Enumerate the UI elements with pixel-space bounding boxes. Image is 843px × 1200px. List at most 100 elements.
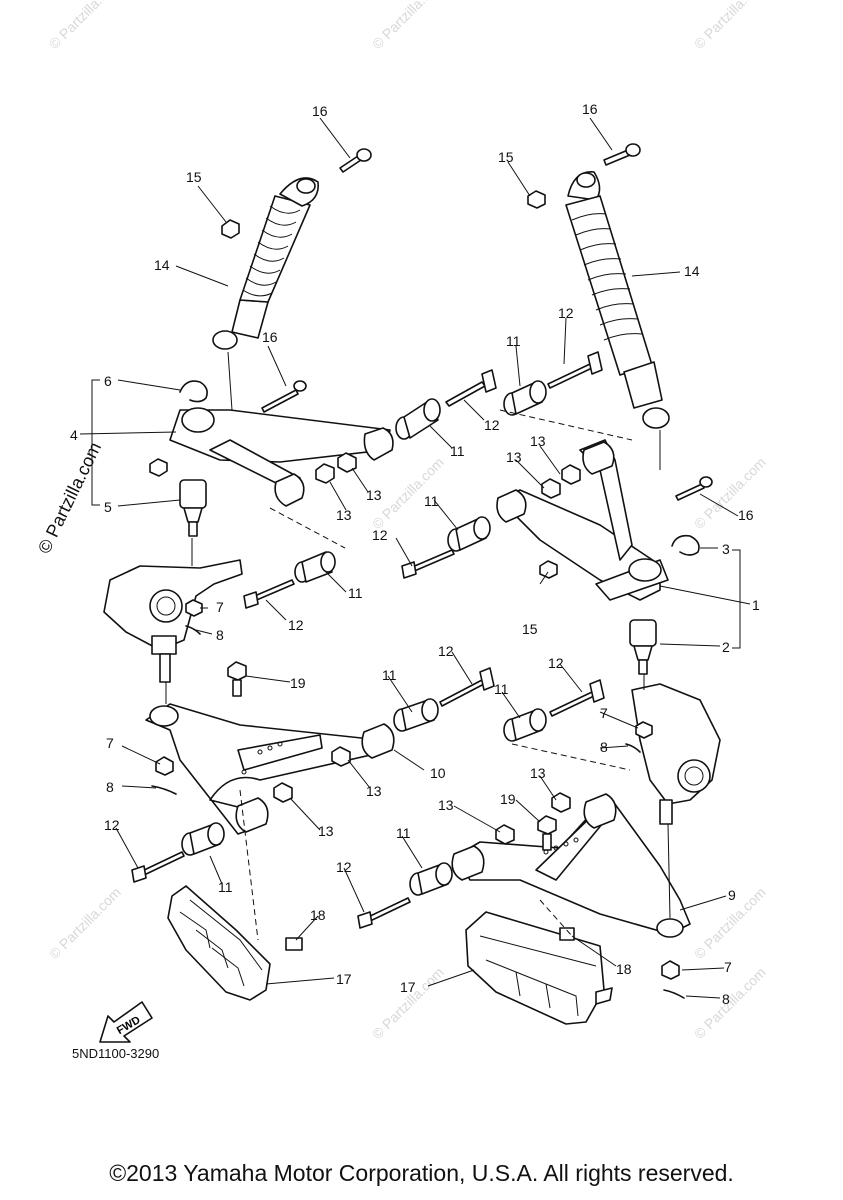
right-lower-bushing-11-b xyxy=(409,862,453,896)
left-upper-bolt-12 xyxy=(445,369,497,407)
callout-18: 18 xyxy=(616,961,632,977)
callout-1: 1 xyxy=(752,597,760,613)
right-lower-bushing-11-a xyxy=(503,708,547,742)
assembly-lines xyxy=(165,351,671,919)
callout-3: 3 xyxy=(722,541,730,557)
callout-12: 12 xyxy=(372,527,388,543)
nut-7-left-upper xyxy=(185,599,203,617)
watermark-2: © Partzilla.com xyxy=(369,0,447,52)
nut-15-right-top xyxy=(527,190,546,209)
callout-4: 4 xyxy=(70,427,78,443)
left-lower-bolt-12-a xyxy=(439,667,495,707)
nut-13-right-lower-a xyxy=(551,792,571,813)
right-shock-absorber xyxy=(565,171,670,429)
callout-19: 19 xyxy=(290,675,306,691)
left-lower-bolt-12-b xyxy=(131,851,185,883)
callout-13: 13 xyxy=(318,823,334,839)
bolt-16-top-left xyxy=(339,148,372,173)
right-lower-bolt-12-b xyxy=(357,897,411,929)
callout-16: 16 xyxy=(582,101,598,117)
callout-8: 8 xyxy=(722,991,730,1007)
left-lower-bolt-12 xyxy=(243,579,295,609)
clip-18-left xyxy=(285,937,303,951)
right-lower-bolt-12-a xyxy=(549,679,605,717)
right-upper-bolt-12 xyxy=(547,351,603,389)
callout-8: 8 xyxy=(106,779,114,795)
ball-joint-5 xyxy=(179,479,207,537)
left-shock-absorber xyxy=(212,177,319,350)
diagram-code: 5ND1100-3290 xyxy=(72,1046,160,1061)
callout-7: 7 xyxy=(600,705,608,721)
callout-11: 11 xyxy=(382,667,397,683)
nut-13-left-lower-a xyxy=(331,746,351,767)
pin-8-left-upper xyxy=(185,625,201,635)
callout-6: 6 xyxy=(104,373,112,389)
callout-8: 8 xyxy=(216,627,224,643)
callout-14: 14 xyxy=(154,257,170,273)
bolt-19-right xyxy=(537,815,557,851)
left-upper-bushing-11 xyxy=(395,398,441,440)
callout-18: 18 xyxy=(310,907,326,923)
callout-11: 11 xyxy=(348,585,363,601)
callout-11: 11 xyxy=(424,493,439,509)
left-lower-bushing-11-a xyxy=(393,698,439,732)
left-guard xyxy=(167,885,271,1001)
callout-7: 7 xyxy=(216,599,224,615)
callout-11: 11 xyxy=(506,333,521,349)
callout-19: 19 xyxy=(500,791,516,807)
callout-17: 17 xyxy=(400,979,416,995)
callout-13: 13 xyxy=(530,765,546,781)
callout-16: 16 xyxy=(738,507,754,523)
callout-12: 12 xyxy=(288,617,304,633)
callout-13: 13 xyxy=(530,433,546,449)
nut-15-left xyxy=(221,219,240,239)
nut-13-a xyxy=(337,452,357,473)
callout-16: 16 xyxy=(262,329,278,345)
watermark-1: © Partzilla.com xyxy=(46,0,124,52)
nut-7-right-lower xyxy=(661,960,680,980)
dashed-guides xyxy=(239,409,633,941)
callout-7: 7 xyxy=(106,735,114,751)
leader-lines xyxy=(79,117,751,999)
nut-7-left-lower xyxy=(155,756,174,776)
right-upper-arm xyxy=(496,439,669,601)
watermark-3: © Partzilla.com xyxy=(691,0,769,52)
watermark-8: © Partzilla.com xyxy=(691,964,769,1042)
callout-13: 13 xyxy=(438,797,454,813)
clip-18-right xyxy=(559,927,575,941)
callout-12: 12 xyxy=(484,417,500,433)
right-mid-bolt-12 xyxy=(401,549,455,579)
copyright-notice: ©2013 Yamaha Motor Corporation, U.S.A. A… xyxy=(109,1160,734,1186)
callout-10: 10 xyxy=(430,765,446,781)
callout-12: 12 xyxy=(336,859,352,875)
bracket-left xyxy=(91,379,100,506)
callout-12: 12 xyxy=(104,817,120,833)
right-lower-arm xyxy=(451,793,691,938)
nut-13-b xyxy=(315,463,335,484)
right-knuckle xyxy=(631,683,721,825)
callout-12: 12 xyxy=(558,305,574,321)
callout-17: 17 xyxy=(336,971,352,987)
circlip-6 xyxy=(179,380,208,403)
callout-labels: 16 15 14 16 6 4 5 16 15 14 12 11 12 11 1… xyxy=(70,101,760,1007)
right-bolt-16-mid xyxy=(675,476,713,501)
callout-11: 11 xyxy=(494,681,509,697)
watermark-7: © Partzilla.com xyxy=(369,964,447,1042)
left-upper-arm xyxy=(169,407,394,507)
callout-13: 13 xyxy=(366,783,382,799)
watermark-6: © Partzilla.com xyxy=(46,884,124,962)
callout-15: 15 xyxy=(498,149,514,165)
left-lower-bushing-11-b xyxy=(181,822,225,856)
pin-8-left-lower xyxy=(151,785,177,795)
fwd-arrow: FWD xyxy=(99,1001,153,1043)
bracket-right xyxy=(732,549,741,649)
nut-15-right xyxy=(539,560,558,579)
callout-15: 15 xyxy=(186,169,202,185)
callout-11: 11 xyxy=(218,879,233,895)
watermark-5: © Partzilla.com xyxy=(691,454,769,532)
right-mid-bushing-11 xyxy=(447,516,491,552)
callout-12: 12 xyxy=(438,643,454,659)
callout-13: 13 xyxy=(366,487,382,503)
callout-16: 16 xyxy=(312,103,328,119)
callout-12: 12 xyxy=(548,655,564,671)
